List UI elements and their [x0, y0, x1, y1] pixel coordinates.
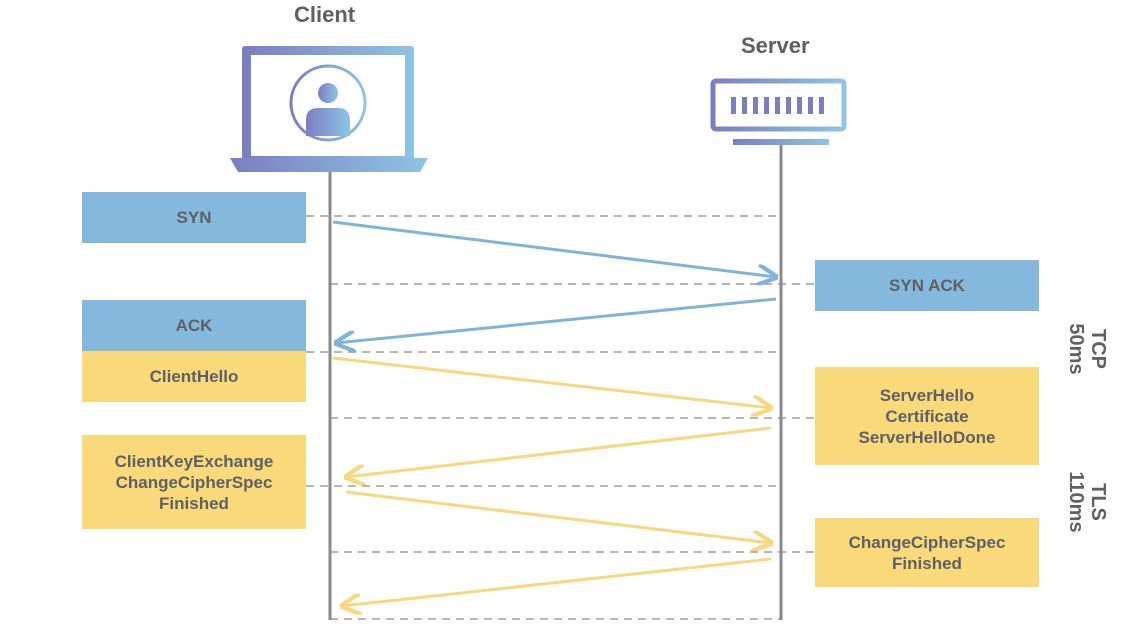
syn-ack-label: SYN ACK	[889, 276, 965, 295]
syn-arrow	[332, 220, 776, 277]
tcp-phase-duration: 50ms	[1065, 323, 1087, 375]
tls-phase-name: TLS	[1087, 483, 1109, 521]
laptop-user-icon	[230, 46, 428, 172]
client-key-exchange-label: ClientKeyExchange	[114, 451, 274, 471]
client-finished-label: Finished	[159, 493, 229, 513]
tls-phase-duration: 110ms	[1065, 471, 1087, 533]
client-key-exchange-message: ClientKeyExchange ChangeCipherSpec Finis…	[82, 435, 306, 529]
server-title: Server	[741, 33, 810, 58]
server-finished-label: Finished	[892, 553, 962, 573]
server-finished-arrow	[342, 557, 772, 606]
client-hello-label: ClientHello	[149, 367, 239, 386]
server-change-cipher-spec-label: ChangeCipherSpec	[848, 532, 1006, 552]
server-hello-label: ServerHello	[879, 385, 975, 405]
certificate-label: Certificate	[885, 406, 969, 426]
syn-ack-arrow	[336, 297, 777, 343]
server-rack-icon	[710, 78, 847, 145]
client-hello-arrow	[332, 356, 771, 408]
tcp-phase-label: TCP 50ms	[1065, 314, 1109, 384]
syn-message: SYN	[82, 192, 306, 243]
server-hello-done-label: ServerHelloDone	[858, 427, 996, 447]
syn-ack-message: SYN ACK	[815, 260, 1039, 311]
tls-phase-label: TLS 110ms	[1065, 461, 1109, 543]
client-title: Client	[294, 2, 356, 27]
syn-label: SYN	[176, 208, 212, 227]
server-hello-arrow	[346, 426, 772, 477]
client-key-exchange-arrow	[345, 490, 771, 543]
tcp-phase-name: TCP	[1087, 329, 1109, 369]
dashed-time-markers	[306, 215, 815, 620]
server-hello-message: ServerHello Certificate ServerHelloDone	[815, 367, 1039, 465]
server-change-cipher-spec-message: ChangeCipherSpec Finished	[815, 518, 1039, 587]
ack-message: ACK	[82, 300, 306, 351]
client-change-cipher-spec-label: ChangeCipherSpec	[115, 472, 273, 492]
ack-label: ACK	[175, 316, 213, 335]
client-hello-message: ClientHello	[82, 351, 306, 402]
